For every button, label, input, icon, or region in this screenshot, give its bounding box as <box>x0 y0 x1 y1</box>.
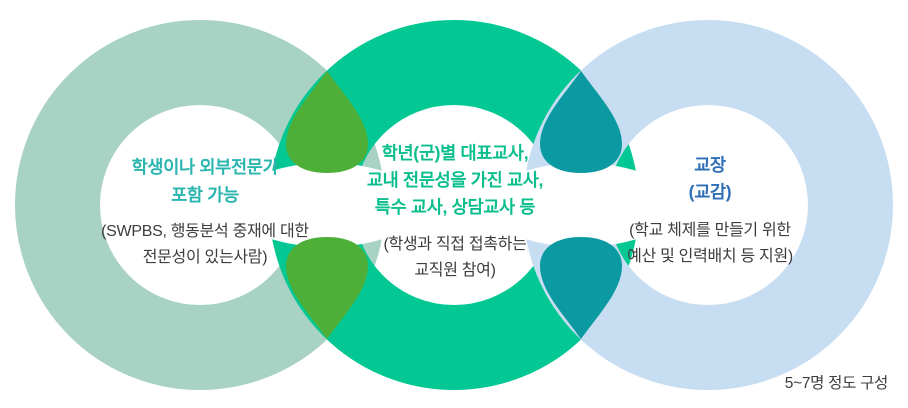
heading-line: 교내 전문성을 가진 교사, <box>366 170 544 190</box>
body-line: (학생과 직접 접촉하는 <box>383 236 527 253</box>
overlap-leaf-middle-right-bottom <box>540 237 622 339</box>
junction-gap-left <box>232 163 422 247</box>
heading-line: 학생이나 외부전문가 <box>131 157 279 177</box>
body-line: (학교 체제를 만들기 위한 <box>629 222 791 239</box>
heading-line: 학년(군)별 대표교사, <box>381 143 529 163</box>
ring-left-label: 학생이나 외부전문가 포함 가능 (SWPBS, 행동분석 중재에 대한 전문성… <box>85 153 325 271</box>
heading-line: 특수 교사, 상담교사 등 <box>374 197 536 217</box>
heading-line: (교감) <box>688 182 732 202</box>
ring-right-heading: 교장 (교감) <box>595 152 825 206</box>
ring-middle-label: 학년(군)별 대표교사, 교내 전문성을 가진 교사, 특수 교사, 상담교사 … <box>335 140 575 284</box>
overlap-leaf-left-middle-top <box>286 71 368 173</box>
body-line: 전문성이 있는사람) <box>142 249 268 266</box>
ring-left-body: (SWPBS, 행동분석 중재에 대한 전문성이 있는사람) <box>85 219 325 271</box>
caption: 5~7명 정도 구성 <box>784 375 889 392</box>
body-line: (SWPBS, 행동분석 중재에 대한 <box>101 223 309 240</box>
junction-gap-right <box>486 163 676 247</box>
body-line: 예산 및 인력배치 등 지원) <box>627 248 793 265</box>
ring-middle-body: (학생과 직접 접촉하는 교직원 참여) <box>335 232 575 284</box>
overlap-leaf-left-middle-bottom <box>286 237 368 339</box>
body-line: 교직원 참여) <box>414 262 496 279</box>
ring-middle-heading: 학년(군)별 대표교사, 교내 전문성을 가진 교사, 특수 교사, 상담교사 … <box>335 140 575 221</box>
overlap-leaf-middle-right-top <box>540 71 622 173</box>
heading-line: 포함 가능 <box>171 185 239 205</box>
ring-left-heading: 학생이나 외부전문가 포함 가능 <box>85 153 325 209</box>
ring-right-label: 교장 (교감) (학교 체제를 만들기 위한 예산 및 인력배치 등 지원) <box>595 152 825 270</box>
ring-right-body: (학교 체제를 만들기 위한 예산 및 인력배치 등 지원) <box>595 218 825 270</box>
heading-line: 교장 <box>694 155 726 175</box>
